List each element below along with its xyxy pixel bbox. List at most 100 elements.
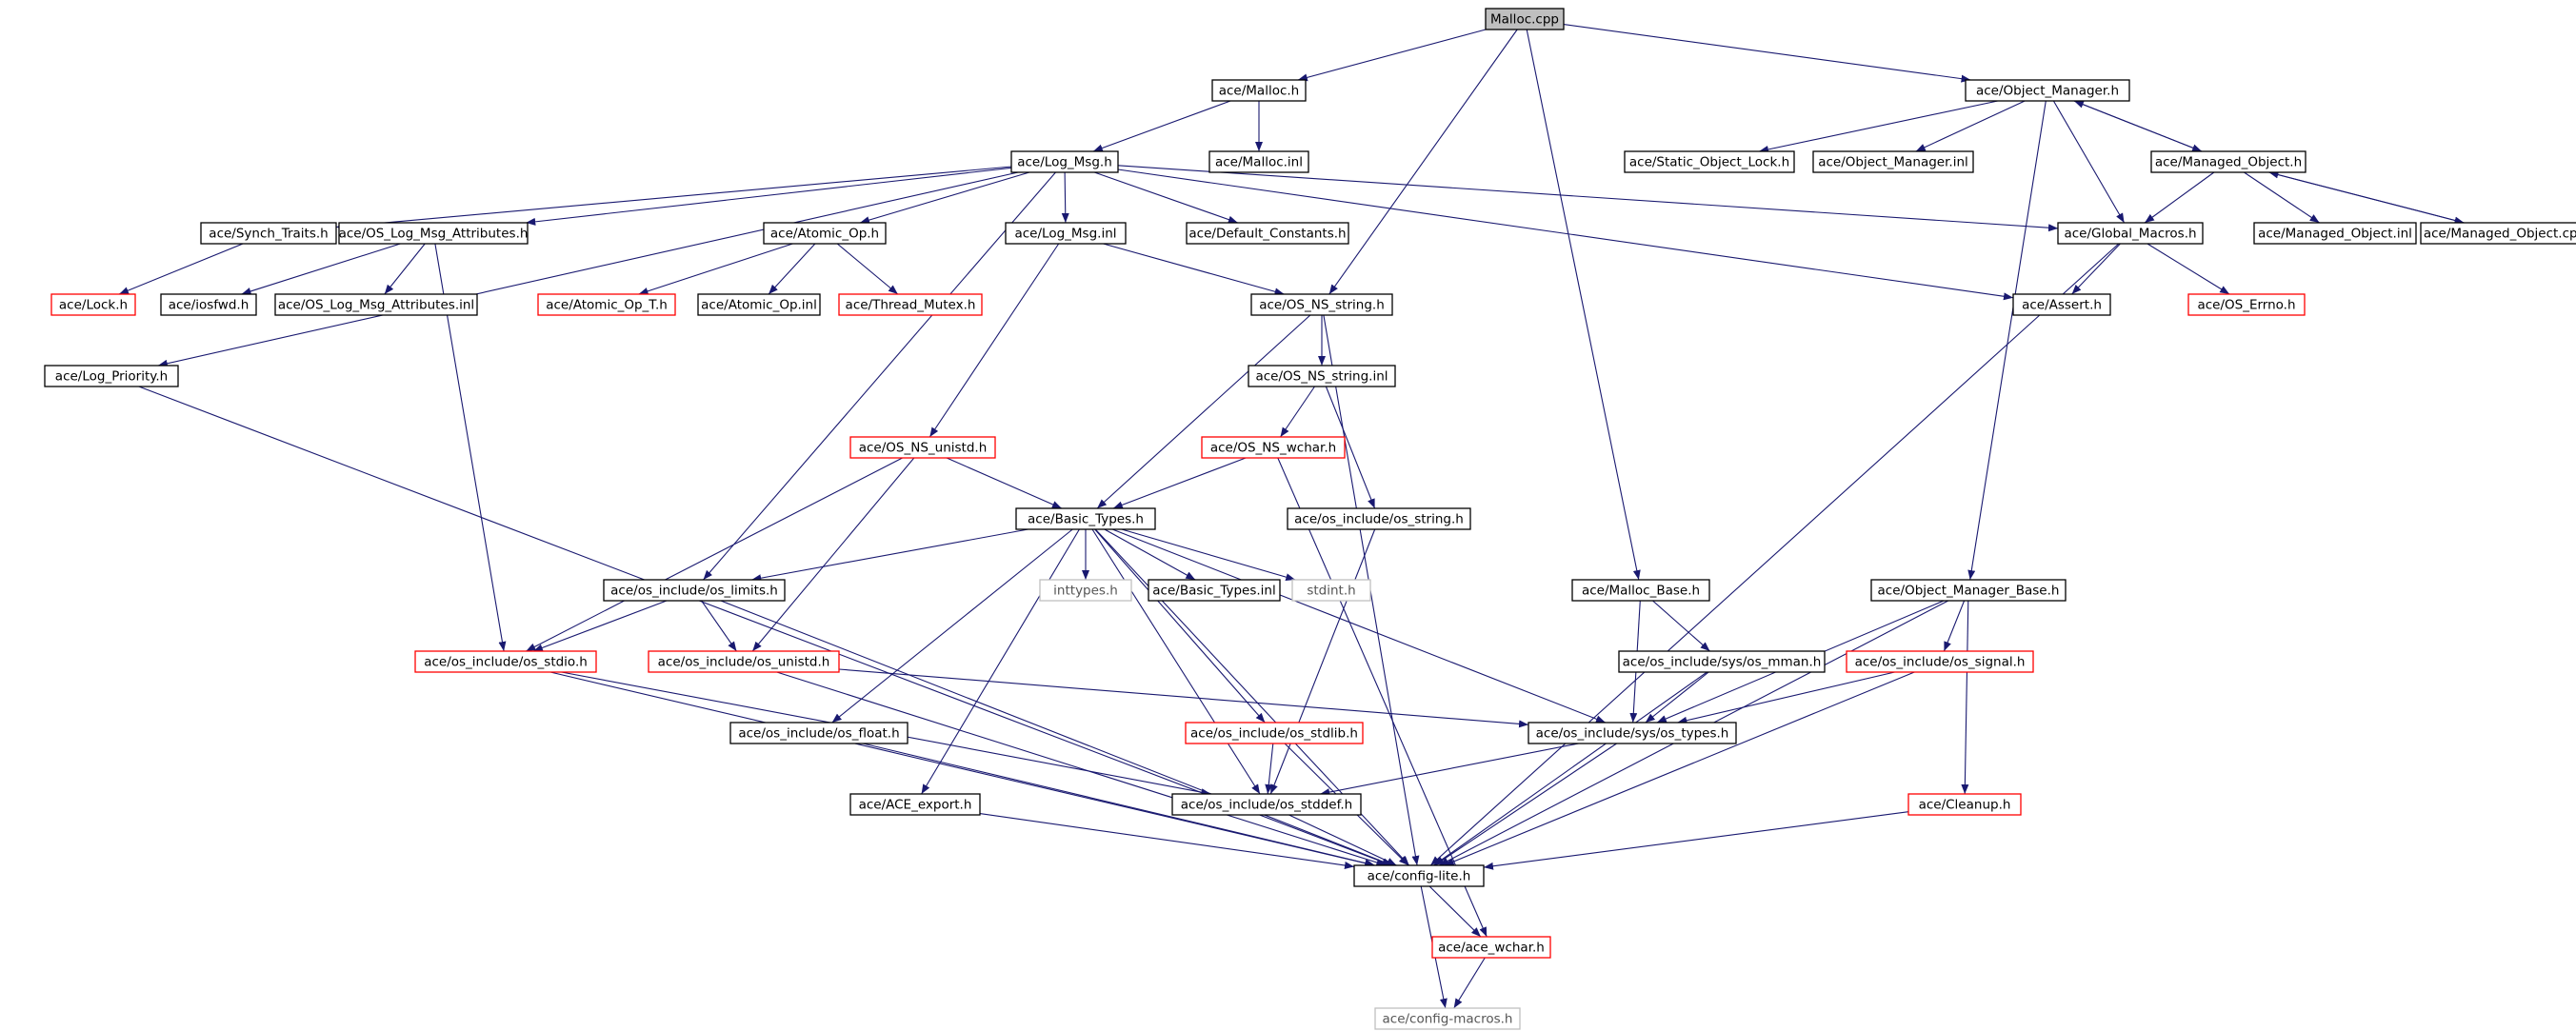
node-thread-mutex-h[interactable]: ace/Thread_Mutex.h [838,293,983,316]
node-box[interactable] [200,222,337,245]
node-object-manager-inl[interactable]: ace/Object_Manager.inl [1812,150,1974,173]
node-box[interactable] [1571,579,1710,602]
node-static-object-lock-h[interactable]: ace/Static_Object_Lock.h [1624,150,1795,173]
node-box[interactable] [849,793,981,816]
node-os-log-msg-attributes-h[interactable]: ace/OS_Log_Msg_Attributes.h [338,222,529,245]
node-os-ns-string-h[interactable]: ace/OS_NS_string.h [1250,293,1393,316]
node-box[interactable] [1353,864,1485,887]
node-box[interactable] [838,293,983,316]
node-box[interactable] [1148,579,1281,602]
node-box[interactable] [160,293,257,316]
node-box[interactable] [1618,650,1826,673]
node-box[interactable] [1248,365,1396,387]
node-default-constants-h[interactable]: ace/Default_Constants.h [1186,222,1349,245]
node-box[interactable] [1846,650,2034,673]
node-box[interactable] [1171,793,1362,816]
node-iosfwd-h[interactable]: ace/iosfwd.h [160,293,257,316]
node-os-include-os-stdlib-h[interactable]: ace/os_include/os_stdlib.h [1185,722,1364,744]
node-box[interactable] [1870,579,2067,602]
node-os-include-sys-os-types-h[interactable]: ace/os_include/sys/os_types.h [1528,722,1737,744]
node-os-ns-wchar-h[interactable]: ace/OS_NS_wchar.h [1201,436,1346,459]
node-box[interactable] [537,293,676,316]
node-box[interactable] [1015,507,1156,530]
node-managed-object-h[interactable]: ace/Managed_Object.h [2150,150,2306,173]
node-box[interactable] [2187,293,2306,316]
node-os-include-os-unistd-h[interactable]: ace/os_include/os_unistd.h [648,650,840,673]
node-malloc-base-h[interactable]: ace/Malloc_Base.h [1571,579,1710,602]
node-os-ns-unistd-h[interactable]: ace/OS_NS_unistd.h [849,436,996,459]
node-box[interactable] [414,650,597,673]
node-box[interactable] [1185,722,1364,744]
node-box[interactable] [50,293,136,316]
node-atomic-op-h[interactable]: ace/Atomic_Op.h [763,222,887,245]
node-log-msg-inl[interactable]: ace/Log_Msg.inl [1005,222,1127,245]
node-cleanup-h[interactable]: ace/Cleanup.h [1907,793,2022,816]
node-box[interactable] [1186,222,1349,245]
node-os-log-msg-attributes-inl[interactable]: ace/OS_Log_Msg_Attributes.inl [274,293,478,316]
node-ace-wchar-h[interactable]: ace/ace_wchar.h [1431,936,1551,959]
node-os-include-os-signal-h[interactable]: ace/os_include/os_signal.h [1846,650,2034,673]
node-managed-object-inl[interactable]: ace/Managed_Object.inl [2253,222,2417,245]
node-basic-types-h[interactable]: ace/Basic_Types.h [1015,507,1156,530]
node-managed-object-cpp[interactable]: ace/Managed_Object.cpp [2420,222,2576,245]
node-box[interactable] [697,293,821,316]
node-object-manager-h[interactable]: ace/Object_Manager.h [1965,79,2130,102]
node-box[interactable] [1907,793,2022,816]
node-inttypes-h[interactable]: inttypes.h [1039,579,1132,602]
node-lock-h[interactable]: ace/Lock.h [50,293,136,316]
node-box[interactable] [1812,150,1974,173]
node-atomic-op-t-h[interactable]: ace/Atomic_Op_T.h [537,293,676,316]
node-box[interactable] [729,722,909,744]
node-box[interactable] [2420,222,2576,245]
node-basic-types-inl[interactable]: ace/Basic_Types.inl [1148,579,1281,602]
node-box[interactable] [2253,222,2417,245]
node-box[interactable] [44,365,179,387]
node-os-include-os-stdio-h[interactable]: ace/os_include/os_stdio.h [414,650,597,673]
node-box[interactable] [338,222,529,245]
node-os-include-os-stddef-h[interactable]: ace/os_include/os_stddef.h [1171,793,1362,816]
node-box[interactable] [1431,936,1551,959]
node-os-errno-h[interactable]: ace/OS_Errno.h [2187,293,2306,316]
node-box[interactable] [1208,150,1309,173]
node-box[interactable] [1485,8,1565,30]
node-malloc-cpp[interactable]: Malloc.cpp [1485,8,1565,30]
node-log-msg-h[interactable]: ace/Log_Msg.h [1010,150,1119,173]
node-assert-h[interactable]: ace/Assert.h [2012,293,2111,316]
node-box[interactable] [2057,222,2204,245]
node-synch-traits-h[interactable]: ace/Synch_Traits.h [200,222,337,245]
node-box[interactable] [1005,222,1127,245]
node-os-include-sys-os-mman-h[interactable]: ace/os_include/sys/os_mman.h [1618,650,1826,673]
node-os-include-os-float-h[interactable]: ace/os_include/os_float.h [729,722,909,744]
node-box[interactable] [1965,79,2130,102]
node-box[interactable] [1250,293,1393,316]
node-os-ns-string-inl[interactable]: ace/OS_NS_string.inl [1248,365,1396,387]
node-box[interactable] [2012,293,2111,316]
node-config-macros-h[interactable]: ace/config-macros.h [1374,1007,1521,1030]
node-os-include-os-string-h[interactable]: ace/os_include/os_string.h [1287,507,1471,530]
node-box[interactable] [1374,1007,1521,1030]
node-atomic-op-inl[interactable]: ace/Atomic_Op.inl [697,293,821,316]
node-box[interactable] [849,436,996,459]
node-box[interactable] [2150,150,2306,173]
node-global-macros-h[interactable]: ace/Global_Macros.h [2057,222,2204,245]
node-box[interactable] [1201,436,1346,459]
node-malloc-h[interactable]: ace/Malloc.h [1211,79,1307,102]
node-box[interactable] [1010,150,1119,173]
node-os-include-os-limits-h[interactable]: ace/os_include/os_limits.h [603,579,786,602]
node-ace-export-h[interactable]: ace/ACE_export.h [849,793,981,816]
node-box[interactable] [603,579,786,602]
node-box[interactable] [648,650,840,673]
node-box[interactable] [1291,579,1371,602]
node-box[interactable] [274,293,478,316]
node-box[interactable] [1528,722,1737,744]
node-box[interactable] [763,222,887,245]
node-box[interactable] [1624,150,1795,173]
node-box[interactable] [1287,507,1471,530]
node-stdint-h[interactable]: stdint.h [1291,579,1371,602]
node-malloc-inl[interactable]: ace/Malloc.inl [1208,150,1309,173]
node-box[interactable] [1039,579,1132,602]
node-box[interactable] [1211,79,1307,102]
node-config-lite-h[interactable]: ace/config-lite.h [1353,864,1485,887]
node-object-manager-base-h[interactable]: ace/Object_Manager_Base.h [1870,579,2067,602]
node-log-priority-h[interactable]: ace/Log_Priority.h [44,365,179,387]
